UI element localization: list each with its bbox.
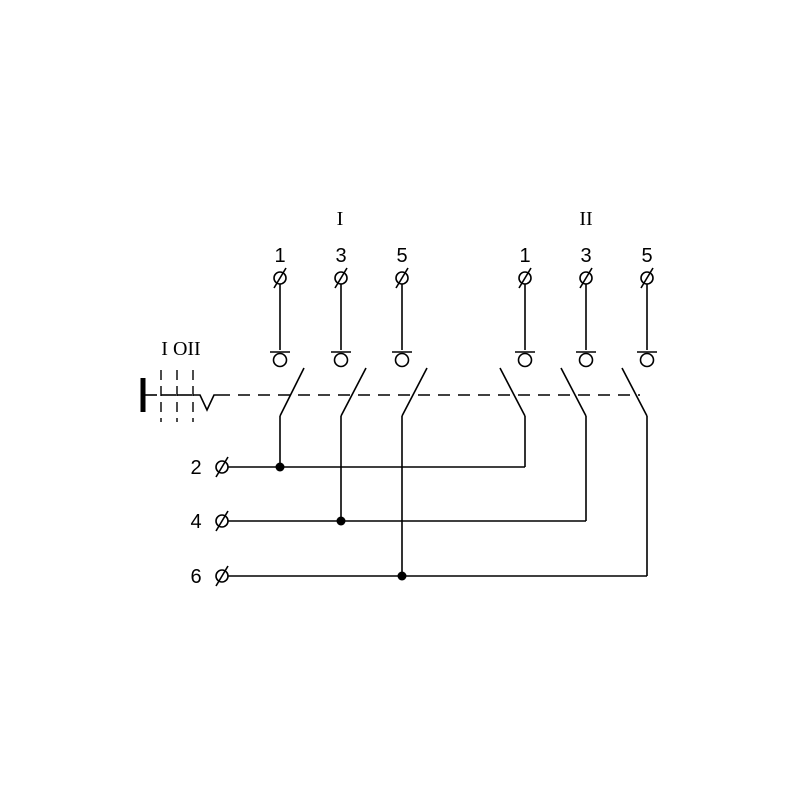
bottom-terminal-label-6: 6: [190, 566, 201, 588]
top-terminal-label-3b: 3: [580, 245, 591, 267]
bottom-terminal-4: [215, 510, 229, 532]
top-terminal-5a: [392, 267, 412, 368]
switch-blade-group-1-pole-3: [401, 367, 428, 576]
top-terminal-label-1b: 1: [519, 245, 530, 267]
group-label-2: II: [579, 208, 592, 230]
top-terminal-label-1a: 1: [274, 245, 285, 267]
switch-blade-group-2-pole-2: [560, 367, 587, 521]
bottom-terminal-label-4: 4: [190, 511, 201, 533]
top-terminal-3b: [576, 267, 596, 368]
group-label-1: I: [337, 208, 344, 230]
bottom-terminal-label-2: 2: [190, 457, 201, 479]
top-terminal-1b: [515, 267, 535, 368]
switch-blade-group-2-pole-3: [621, 367, 648, 576]
switch-blade-group-1-pole-1: [279, 367, 305, 467]
selector-actuator-symbol: [140, 370, 218, 422]
top-terminal-label-3a: 3: [335, 245, 346, 267]
top-terminal-3a: [331, 267, 351, 368]
switch-blade-group-2-pole-1: [499, 367, 526, 467]
junction-dot-2: [275, 462, 285, 472]
top-terminal-label-5a: 5: [396, 245, 407, 267]
top-terminal-5b: [637, 267, 657, 368]
top-terminal-label-5b: 5: [641, 245, 652, 267]
top-terminal-1a: [270, 267, 290, 368]
junction-dot-4: [336, 516, 346, 526]
junction-dot-6: [397, 571, 407, 581]
bottom-terminal-6: [215, 565, 229, 587]
selector-positions-label: I OII: [161, 338, 200, 360]
bottom-terminal-2: [215, 456, 229, 478]
switch-blade-group-1-pole-2: [340, 367, 367, 521]
